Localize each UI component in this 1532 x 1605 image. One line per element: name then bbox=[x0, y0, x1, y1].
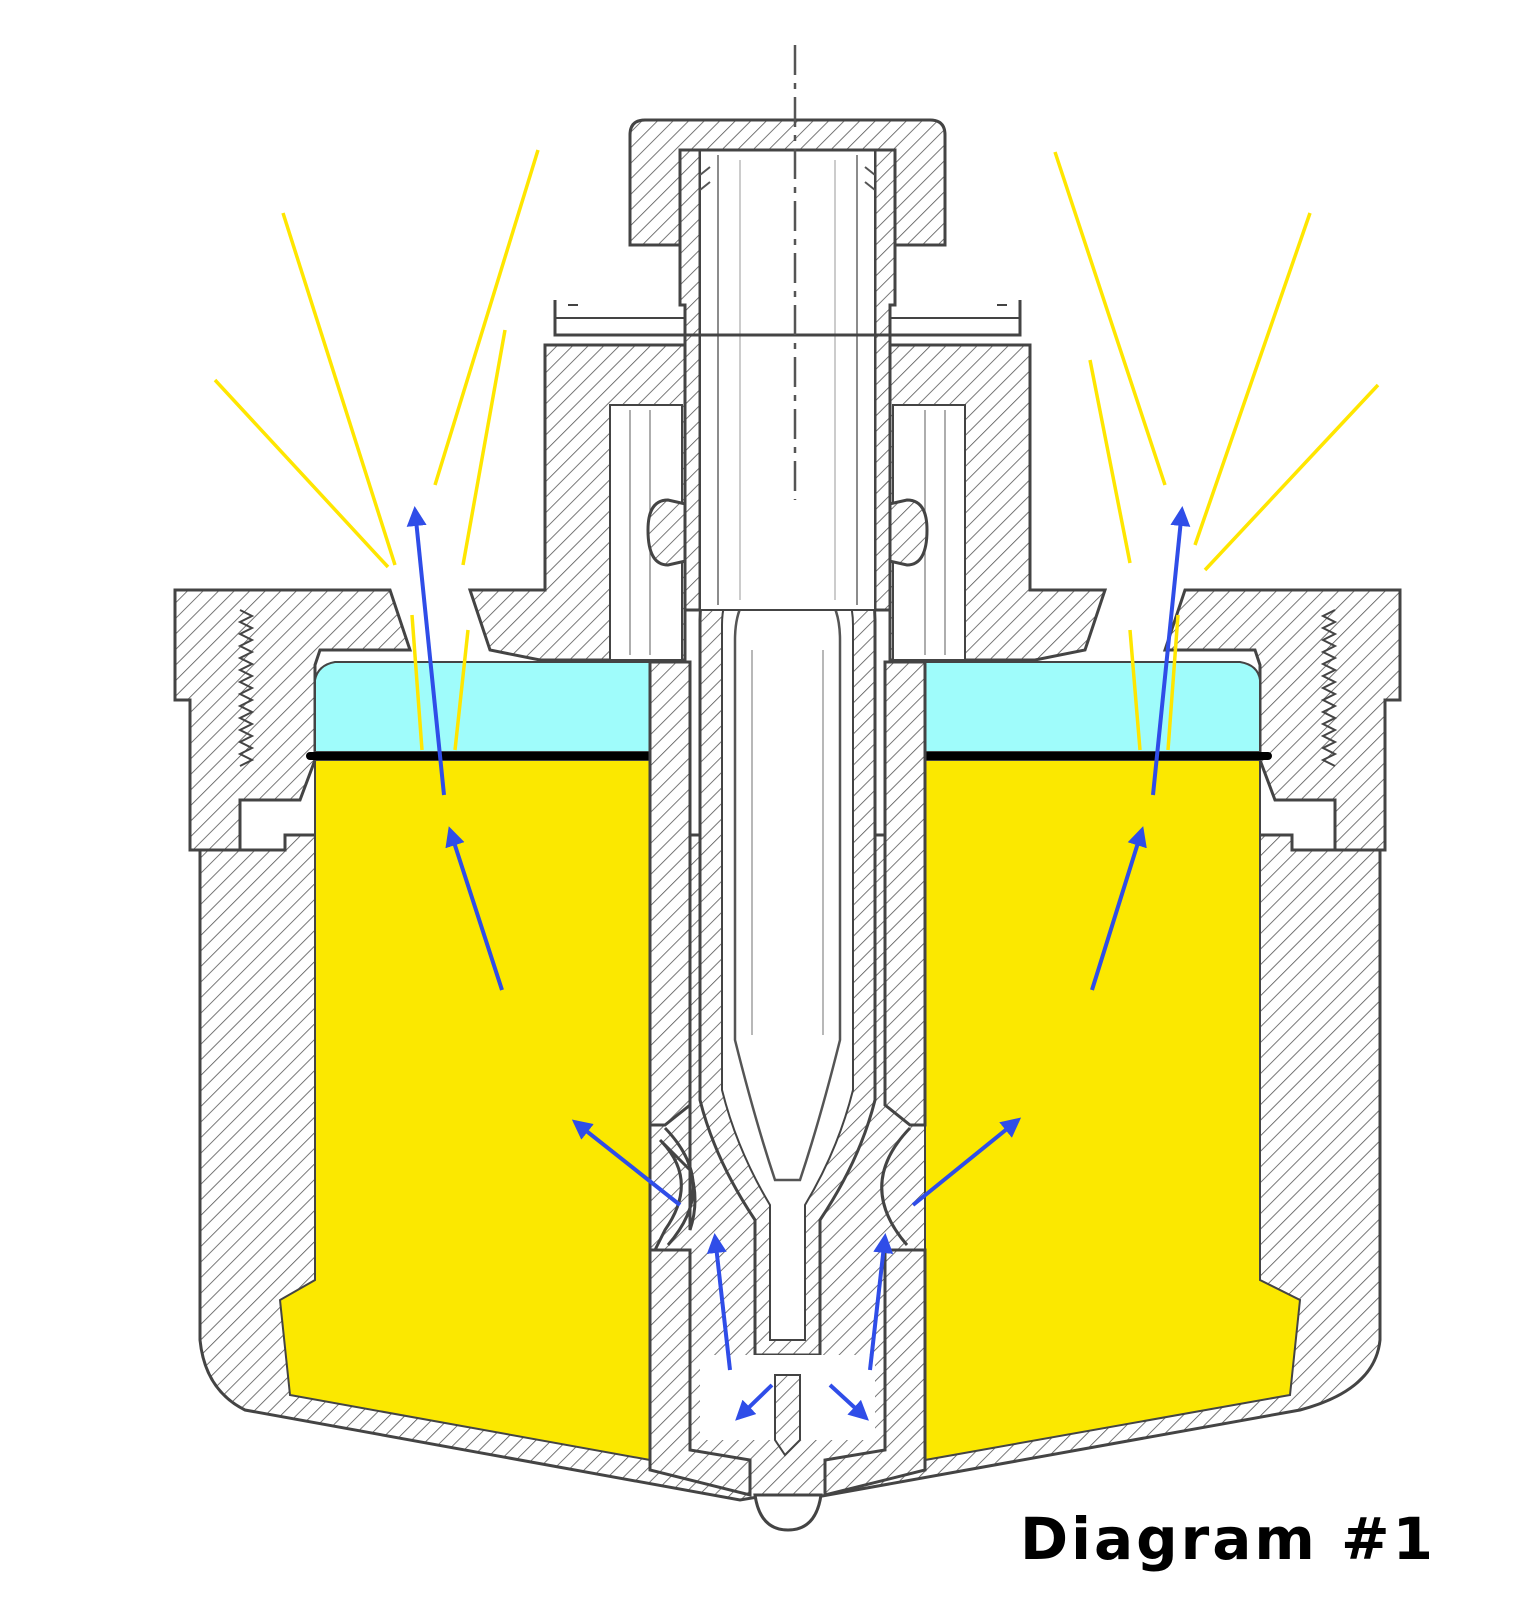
ray-line bbox=[281, 212, 397, 566]
arrow-icon bbox=[911, 1117, 1022, 1207]
arrow-icon bbox=[868, 1233, 894, 1371]
arrow-icon bbox=[571, 1119, 682, 1207]
ray-line bbox=[213, 378, 390, 569]
ray-line bbox=[1128, 629, 1142, 751]
ray-line bbox=[1193, 212, 1312, 546]
arrow-icon bbox=[1151, 506, 1191, 796]
ray-line bbox=[453, 629, 470, 751]
ray-line bbox=[1203, 383, 1380, 572]
ray-line bbox=[1166, 614, 1180, 751]
center-tube bbox=[648, 660, 927, 1497]
cap-nut bbox=[628, 118, 947, 247]
ray-line bbox=[433, 149, 540, 486]
arrow-icon bbox=[406, 506, 446, 796]
stem bbox=[698, 543, 877, 1357]
arrow-icon bbox=[828, 1383, 869, 1421]
flow-arrows bbox=[406, 506, 1191, 1421]
ray-line bbox=[461, 329, 507, 566]
light-rays bbox=[213, 149, 1380, 751]
arrow-icon bbox=[445, 826, 504, 991]
flange-plate bbox=[553, 300, 1022, 337]
arrow-icon bbox=[1090, 826, 1147, 991]
ray-line bbox=[1053, 151, 1167, 486]
cover-head bbox=[173, 343, 1402, 852]
upper-shaft bbox=[678, 148, 897, 612]
ray-line bbox=[410, 614, 424, 751]
oil-reservoir bbox=[278, 759, 1302, 1462]
arrow-icon bbox=[735, 1383, 774, 1421]
arrow-icon bbox=[706, 1233, 732, 1371]
cap-fluid-layer bbox=[314, 661, 1261, 753]
diagram-caption: Diagram #1 bbox=[1020, 1505, 1437, 1573]
ray-line bbox=[1088, 359, 1132, 564]
